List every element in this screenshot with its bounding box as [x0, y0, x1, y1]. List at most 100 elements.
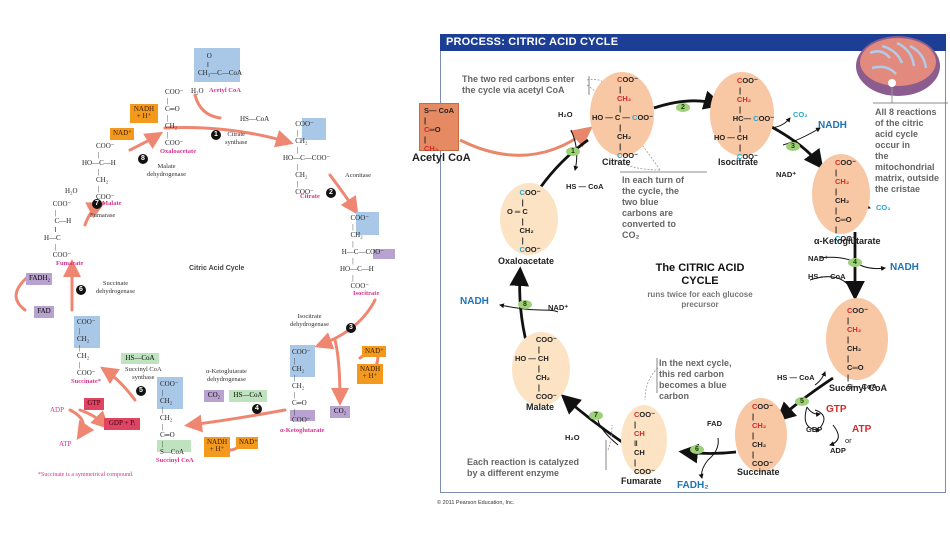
step-8-enzyme: Malate dehydrogenase	[147, 163, 186, 178]
co2-4: CO₂	[876, 203, 891, 212]
succinyl-coa-label: Succinyl CoA	[156, 457, 194, 464]
step-5-number: 5	[136, 386, 146, 396]
gtp: GTP	[826, 404, 847, 415]
fadh2: FADH₂	[677, 480, 709, 491]
citrate-highlight	[302, 118, 326, 140]
acetyl-to-citrate-arrow	[459, 126, 593, 157]
step-4-badge: 4	[848, 258, 862, 267]
step-8-badge: 8	[518, 300, 532, 309]
fumarate-structure: COO⁻ | C—H ‖ H—C | COO⁻	[44, 200, 72, 259]
acetyl-coa-label: Acetyl CoA	[209, 87, 241, 94]
note-next-cycle: In the next cycle, this red carbon becom…	[659, 358, 732, 401]
citrate-label: Citrate	[602, 157, 631, 167]
center-title-line1: The CITRIC ACID	[655, 262, 745, 274]
step-1-badge: 1	[566, 147, 580, 156]
nadh-4: NADH	[890, 262, 919, 273]
step-4-enzyme: α-Ketoglutarate dehydrogenase	[206, 368, 247, 383]
malate-label: Malate	[526, 402, 555, 412]
step1-arrow	[538, 138, 589, 189]
nad-box-8: NAD⁺	[110, 128, 134, 140]
step-2-badge: 2	[676, 103, 690, 112]
step-8-number: 8	[138, 154, 148, 164]
hs-coa-box-5: HS—CoA	[121, 353, 159, 364]
akg-structure: COO⁻ | CH₂ | CH₂ | C═O | COO⁻	[292, 348, 311, 424]
nad-box-3: NAD⁺	[362, 346, 386, 357]
step-2-number: 2	[326, 188, 336, 198]
h2o-7: H₂O	[65, 187, 78, 195]
left-title: Citric Acid Cycle	[189, 265, 245, 272]
malate-label: Malate	[102, 200, 122, 207]
isocitrate-oval	[710, 72, 774, 156]
nad-8: NAD⁺	[548, 303, 569, 312]
h2o-7: H₂O	[565, 433, 580, 442]
nad-box-4: NAD⁺	[236, 437, 258, 449]
center-title: The CITRIC ACID CYCLE	[645, 262, 755, 288]
atp-label: ATP	[59, 440, 72, 448]
step-6-badge: 6	[690, 445, 704, 454]
nadh-box-8: NADH + H⁺	[130, 104, 158, 123]
hs-coa-4: HS — CoA	[808, 272, 846, 281]
step-2-enzyme: Aconitase	[345, 172, 371, 179]
succinyl-coa-struct: COO⁻ | CH₂ | CH₂ | C═O | S— CoA	[847, 306, 877, 391]
citrate-struct: COO⁻ | CH₂ | HO — C — COO⁻ | CH₂ | COO⁻	[592, 75, 654, 160]
hs-coa-5: HS — CoA	[777, 373, 815, 382]
nadh-box-4: NADH + H⁺	[204, 437, 230, 457]
arrow-step2	[328, 173, 359, 215]
fumarate-label: Fumarate	[621, 476, 662, 486]
succinyl-coa-structure: COO⁻ | CH₂ | CH₂ | C═O | S—CoA	[160, 380, 185, 456]
succinyl-coa-highlight-blue	[157, 377, 183, 409]
acetyl-coa-highlight	[194, 48, 240, 82]
malate-struct: COO⁻ | HO — CH | CH₂ | COO⁻	[515, 335, 557, 401]
h2o-1: H₂O	[558, 110, 573, 119]
arrow-gdp	[78, 408, 110, 430]
acetyl-coa-struct: S— CoA | C═O | CH₃	[424, 106, 455, 153]
note-mitochondria: All 8 reactions of the citric acid cycle…	[875, 107, 940, 194]
step-3-enzyme: Isocitrate dehydrogenase	[290, 313, 329, 328]
succinate-struct: COO⁻ | CH₂ | CH₂ | COO⁻	[752, 402, 774, 468]
oxaloacetate-label: Oxaloacetate	[498, 256, 555, 266]
fad-box: FAD	[34, 306, 54, 318]
copyright: © 2011 Pearson Education, Inc.	[437, 500, 515, 506]
arrow-atp	[68, 408, 95, 440]
co2-3: CO₂	[793, 110, 808, 119]
h2o-1: H₂O	[191, 87, 204, 95]
acetyl-coa-box	[419, 103, 459, 151]
step-3-number: 3	[346, 323, 356, 333]
fumarate-oval	[621, 405, 667, 475]
oxaloacetate-oval	[500, 183, 558, 255]
center-title-line2: CYCLE	[681, 275, 719, 287]
arrow-step3-co2	[330, 338, 349, 406]
succinate-oval	[735, 398, 787, 472]
akg-label: α-Ketoglutarate	[280, 427, 325, 434]
succinate-structure: COO⁻ | CH₂ | CH₂ | COO⁻	[77, 318, 96, 377]
gdp-pi-box: GDP + Pᵢ	[104, 418, 140, 430]
acetyl-coa-structure: O ‖ CH₃—C—CoA	[198, 52, 243, 77]
succinate-highlight	[74, 316, 100, 348]
hs-coa-1: HS — CoA	[566, 182, 604, 191]
mitochondrion-icon	[856, 36, 940, 103]
arrow-step5	[100, 366, 137, 402]
fadh2-box: FADH₂	[26, 273, 52, 285]
isocitrate-struct: COO⁻ | CH₂ | HC— COO⁻ | HO — CH | COO⁻	[714, 76, 775, 161]
akg-highlight-purple	[290, 410, 315, 421]
adp-label: ADP	[50, 406, 65, 414]
citrate-oval	[590, 72, 654, 156]
arrow-step8	[128, 131, 164, 152]
or-label: or	[845, 436, 852, 445]
nad-3: NAD⁺	[776, 170, 797, 179]
succinyl-coa-oval	[826, 298, 888, 380]
co2-box-3: CO₂	[330, 406, 350, 418]
oxaloacetate-structure: COO⁻ | C═O | CH₂ | COO⁻	[165, 88, 184, 147]
nadh-8: NADH	[460, 296, 489, 307]
step-6-number: 6	[76, 285, 86, 295]
nadh-box-3: NADH + H⁺	[357, 364, 383, 384]
step-3-badge: 3	[786, 142, 800, 151]
arrow-step4	[184, 408, 287, 433]
note-red-carbons: The two red carbons enter the cycle via …	[462, 74, 575, 95]
isocitrate-highlight-blue	[356, 212, 379, 235]
isocitrate-label: Isocitrate	[353, 290, 380, 297]
step-6-enzyme: Succinate dehydrogenase	[96, 280, 135, 295]
step-7-enzyme: Fumarase	[90, 212, 116, 219]
akg-oval	[812, 154, 870, 234]
